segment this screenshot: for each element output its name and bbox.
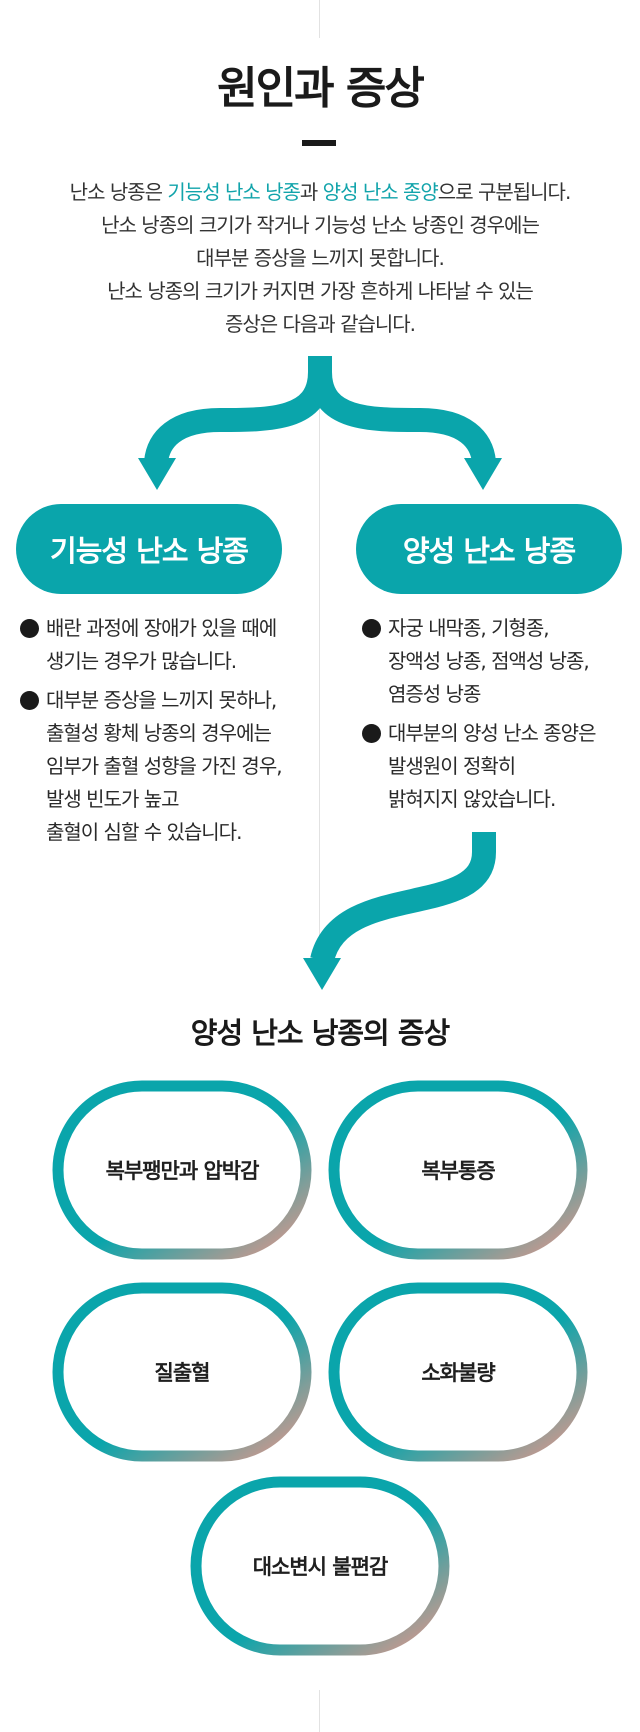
- list-item: 대부분 증상을 느끼지 못하나, 출혈성 황체 낭종의 경우에는 임부가 출혈 …: [20, 684, 310, 849]
- bullet-dot-icon: [362, 724, 381, 743]
- functional-cyst-list: 배란 과정에 장애가 있을 때에 생기는 경우가 많습니다. 대부분 증상을 느…: [20, 612, 310, 855]
- highlight-functional: 기능성 난소 낭종: [167, 180, 301, 204]
- intro-line-1-b: 과: [299, 180, 323, 204]
- bullet-dot-icon: [20, 691, 39, 710]
- ring-shape: [328, 1080, 588, 1260]
- page-title: 원인과 증상: [217, 63, 425, 114]
- symptom-ring-bleeding: 질출혈: [52, 1282, 312, 1462]
- intro-line-4: 난소 낭종의 크기가 커지면 가장 흔하게 나타날 수 있는: [107, 279, 534, 303]
- symptom-ring-indigestion: 소화불량: [328, 1282, 588, 1462]
- intro-line-1-c: 으로 구분됩니다.: [437, 180, 572, 204]
- bullet-dot-icon: [362, 619, 381, 638]
- symptom-label: 소화불량: [421, 1361, 495, 1385]
- symptom-label: 대소변시 불편감: [252, 1555, 389, 1579]
- benign-cyst-list: 자궁 내막종, 기형종, 장액성 낭종, 점액성 낭종, 염증성 낭종 대부분의…: [362, 612, 640, 822]
- ring-shape: [52, 1080, 312, 1260]
- intro-line-1: 난소 낭종은 기능성 난소 낭종과 양성 난소 종양으로 구분됩니다.: [0, 176, 640, 209]
- list-item: 대부분의 양성 난소 종양은 발생원이 정확히 밝혀지지 않았습니다.: [362, 717, 640, 816]
- symptoms-title: 양성 난소 낭종의 증상: [190, 1016, 450, 1050]
- intro-line-3: 대부분 증상을 느끼지 못합니다.: [196, 246, 445, 270]
- ring-shape: [190, 1476, 450, 1656]
- merge-arrow-path: [310, 832, 496, 964]
- bullet-dot-icon: [20, 619, 39, 638]
- symptom-ring-urination-discomfort: 대소변시 불편감: [190, 1476, 450, 1656]
- list-item-text: 대부분 증상을 느끼지 못하나, 출혈성 황체 낭종의 경우에는 임부가 출혈 …: [46, 688, 283, 844]
- list-item: 배란 과정에 장애가 있을 때에 생기는 경우가 많습니다.: [20, 612, 310, 678]
- center-divider-mid: [319, 380, 320, 960]
- arrow-head-down: [303, 958, 341, 990]
- ring-shape: [52, 1282, 312, 1462]
- center-divider-top: [319, 0, 320, 38]
- intro-line-5: 증상은 다음과 같습니다.: [224, 312, 416, 336]
- list-item-text: 배란 과정에 장애가 있을 때에 생기는 경우가 많습니다.: [46, 616, 277, 673]
- arrow-head-left: [138, 458, 176, 490]
- highlight-benign: 양성 난소 종양: [322, 180, 439, 204]
- list-item: 자궁 내막종, 기형종, 장액성 낭종, 점액성 낭종, 염증성 낭종: [362, 612, 640, 711]
- symptom-label: 복부통증: [421, 1159, 495, 1183]
- benign-cyst-pill: 양성 난소 낭종: [356, 504, 622, 594]
- title-underline: [302, 140, 336, 146]
- intro-text: 난소 낭종은 기능성 난소 낭종과 양성 난소 종양으로 구분됩니다. 난소 낭…: [0, 176, 640, 341]
- intro-line-2: 난소 낭종의 크기가 작거나 기능성 난소 낭종인 경우에는: [101, 213, 540, 237]
- symptom-ring-bloating: 복부팽만과 압박감: [52, 1080, 312, 1260]
- list-item-text: 자궁 내막종, 기형종, 장액성 낭종, 점액성 낭종, 염증성 낭종: [388, 616, 590, 706]
- split-arrow-right-path: [308, 371, 496, 464]
- intro-line-1-a: 난소 낭종은: [69, 180, 168, 204]
- functional-cyst-pill: 기능성 난소 낭종: [16, 504, 282, 594]
- split-arrow-left-path: [144, 356, 332, 464]
- symptom-label: 질출혈: [154, 1361, 211, 1385]
- symptom-ring-abdominal-pain: 복부통증: [328, 1080, 588, 1260]
- list-item-text: 대부분의 양성 난소 종양은 발생원이 정확히 밝혀지지 않았습니다.: [388, 721, 596, 811]
- ring-shape: [328, 1282, 588, 1462]
- symptom-label: 복부팽만과 압박감: [105, 1159, 260, 1183]
- center-divider-bottom: [319, 1690, 320, 1732]
- arrow-head-right: [464, 458, 502, 490]
